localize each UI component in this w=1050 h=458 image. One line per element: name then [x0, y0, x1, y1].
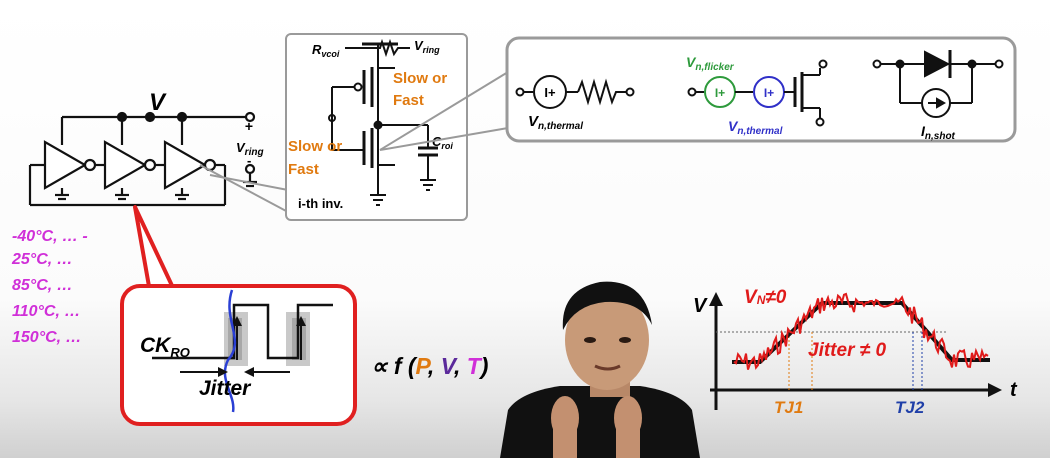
- noise-waveform-plot: [709, 292, 1002, 410]
- plus-sign: +: [245, 118, 253, 134]
- presenter-figure: [500, 281, 700, 458]
- jitter-formula: ∝ f (P, V, T): [371, 353, 488, 379]
- tj2-label: TJ2: [895, 398, 925, 417]
- vring-top-label: Vring: [414, 38, 440, 55]
- shot-noise-diode: [872, 50, 1004, 118]
- noise-trace: [733, 292, 989, 370]
- ring-oscillator: [28, 111, 257, 207]
- vn-nonzero-label: VN≠0: [744, 287, 787, 308]
- slow-fast-bottom-line1: Slow or: [288, 138, 342, 155]
- thermal2-source-symbol: I+: [764, 86, 774, 100]
- slow-fast-bottom-line2: Fast: [288, 161, 319, 178]
- vring-label: Vring: [236, 140, 264, 158]
- temp-item: 110°C, …: [12, 303, 80, 320]
- r-vcoi-label: Rvcoi: [312, 42, 340, 59]
- flicker-source-symbol: I+: [715, 86, 725, 100]
- x-axis-label: t: [1010, 379, 1018, 401]
- temp-item: 85°C, …: [12, 277, 73, 294]
- y-axis-label: V: [693, 295, 708, 317]
- ck-ro-label: CKRO: [140, 334, 190, 360]
- slow-fast-top-line1: Slow or: [393, 70, 447, 87]
- temperature-list: -40°C, … - 25°C, … 85°C, … 110°C, … 150°…: [11, 228, 88, 346]
- vn-thermal2-label: Vn,thermal: [728, 118, 783, 137]
- thermal-noise-resistor: [515, 75, 635, 109]
- thermal-source-symbol: I+: [544, 85, 556, 100]
- flicker-thermal-mosfet: [687, 59, 828, 127]
- jitter-nonzero-label: Jitter ≠ 0: [808, 340, 886, 361]
- inverter-2: [103, 140, 157, 190]
- slow-fast-top-line2: Fast: [393, 92, 424, 109]
- minus-sign: -: [247, 153, 251, 168]
- tj1-label: TJ1: [774, 398, 803, 417]
- temp-item: 150°C, …: [12, 329, 82, 346]
- in-shot-label: In,shot: [921, 123, 956, 142]
- c-roi-label: Croi: [432, 134, 453, 151]
- noise-connector: [379, 71, 509, 151]
- vn-flicker-label: Vn,flicker: [686, 54, 735, 73]
- jitter-callout-label: Jitter: [199, 377, 252, 400]
- jitter-waveform: [152, 289, 333, 413]
- inverter-3: [163, 140, 217, 190]
- ring-v-label: V: [149, 89, 167, 116]
- detail-connector: [199, 164, 289, 213]
- inverter-transistor-schematic: [328, 38, 438, 206]
- inverter-1: [43, 140, 97, 190]
- temp-item: -40°C, … -: [12, 228, 88, 245]
- ith-inverter-caption: i-th inv.: [298, 196, 343, 211]
- temp-item: 25°C, …: [11, 251, 73, 268]
- vn-thermal-label: Vn,thermal: [528, 113, 583, 132]
